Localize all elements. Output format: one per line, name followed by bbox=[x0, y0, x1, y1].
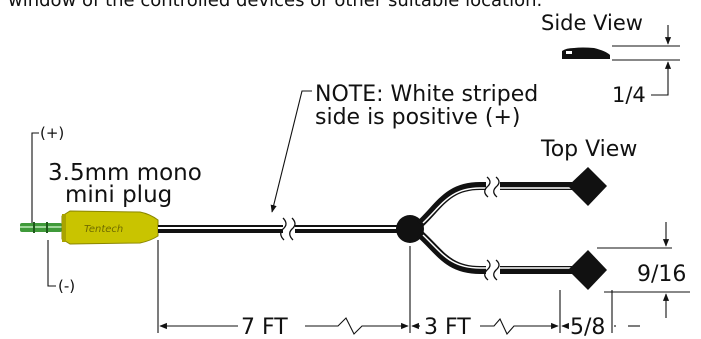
caption-fragment: window of the controlled devices or othe… bbox=[8, 0, 542, 11]
plug-negative-label: (-) bbox=[58, 277, 75, 295]
upper-branch-cable bbox=[417, 176, 572, 227]
plug-negative-leader bbox=[47, 240, 56, 287]
top-view-label: Top View bbox=[540, 137, 637, 162]
note-line-2: side is positive (+) bbox=[315, 105, 521, 130]
lower-branch-cable bbox=[417, 231, 572, 281]
sensor-length-value: 5/8 bbox=[570, 315, 605, 339]
splitter-junction bbox=[396, 215, 424, 243]
plug-name-line-2: mini plug bbox=[65, 182, 172, 208]
note-line-1: NOTE: White striped bbox=[315, 82, 538, 107]
main-cable-length: 7 FT bbox=[241, 315, 288, 339]
branch-cable-length: 3 FT bbox=[424, 315, 471, 339]
plug-name-line-1: 3.5mm mono bbox=[48, 160, 202, 186]
mono-mini-plug: Tentech bbox=[20, 210, 159, 245]
sensor-width-value: 9/16 bbox=[637, 262, 686, 287]
side-height-value: 1/4 bbox=[612, 83, 646, 107]
sensor-width-dimension bbox=[597, 222, 690, 318]
upper-sensor-diamond bbox=[568, 167, 607, 206]
plug-brand-text: Tentech bbox=[84, 224, 123, 235]
note-leader-line bbox=[270, 90, 312, 213]
side-view-icon bbox=[562, 47, 610, 59]
side-view-label: Side View bbox=[541, 11, 643, 35]
side-height-dimension bbox=[612, 25, 680, 96]
lower-sensor-diamond bbox=[568, 250, 607, 290]
plug-positive-leader bbox=[25, 132, 39, 225]
plug-positive-label: (+) bbox=[40, 124, 64, 142]
main-cable bbox=[158, 217, 410, 241]
length-dimension-lines bbox=[157, 240, 640, 335]
